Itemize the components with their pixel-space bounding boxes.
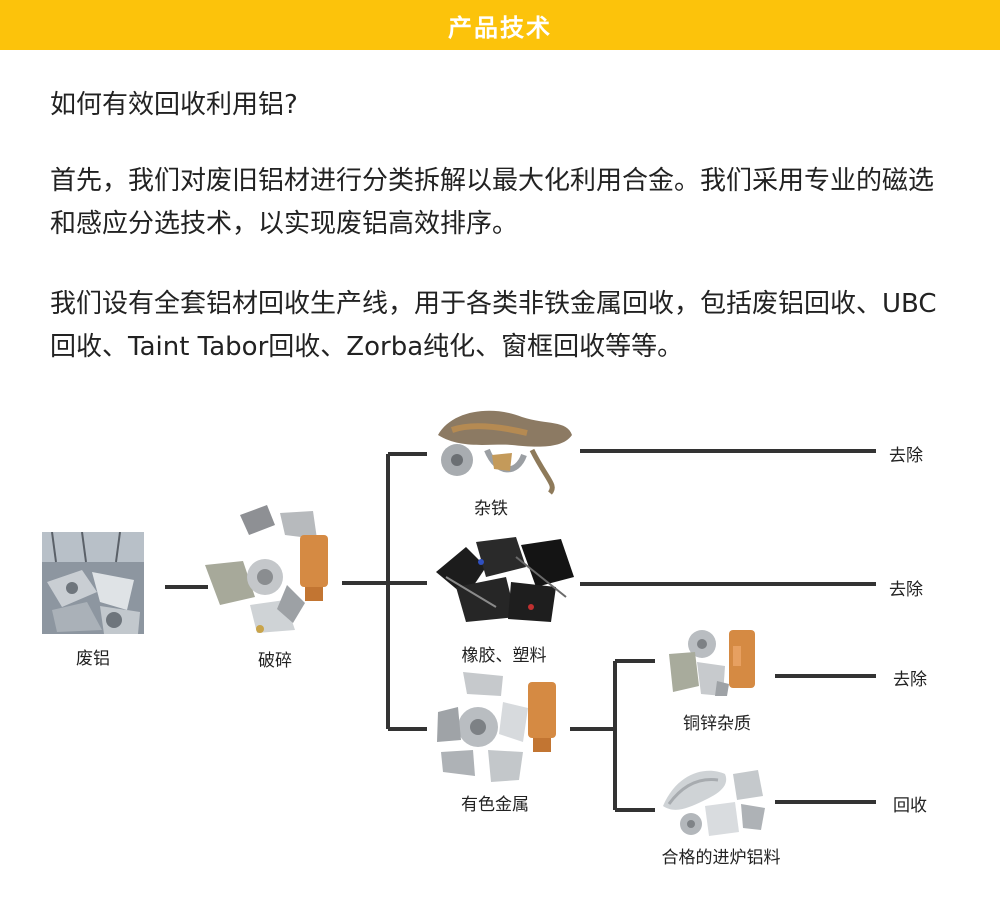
label-scrap-aluminum: 废铝 <box>76 649 110 669</box>
intro-paragraph-1: 首先，我们对废旧铝材进行分类拆解以最大化利用合金。我们采用专业的磁选和感应分选技… <box>50 166 935 239</box>
intro-paragraph-2: 我们设有全套铝材回收生产线，用于各类非铁金属回收，包括废铝回收、UBC回收、Ta… <box>50 289 937 362</box>
nonferrous-metal-photo <box>437 672 556 782</box>
outcome-remove-iron: 去除 <box>889 446 923 466</box>
flow-connectors <box>165 449 876 812</box>
copper-zinc-photo <box>669 630 755 696</box>
intro-question: 如何有效回收利用铝? <box>50 90 298 120</box>
label-qualified-aluminum: 合格的进炉铝料 <box>661 848 781 868</box>
outcome-remove-copper-zinc: 去除 <box>893 670 927 690</box>
outcome-remove-rubber: 去除 <box>889 580 923 600</box>
scrap-aluminum-photo <box>42 532 144 634</box>
outcome-recycle: 回收 <box>893 796 927 816</box>
label-shredded: 破碎 <box>258 651 292 671</box>
label-rubber-plastic: 橡胶、塑料 <box>461 646 547 666</box>
iron-scrap-photo <box>438 410 572 495</box>
qualified-aluminum-photo <box>663 770 765 836</box>
rubber-plastic-photo <box>436 537 574 622</box>
header-banner: 产品技术 <box>0 0 1000 50</box>
label-copper-zinc: 铜锌杂质 <box>683 714 751 734</box>
label-nonferrous: 有色金属 <box>461 795 529 815</box>
label-iron: 杂铁 <box>474 499 508 519</box>
page-title: 产品技术 <box>448 13 552 42</box>
shredded-metal-photo <box>205 505 328 633</box>
